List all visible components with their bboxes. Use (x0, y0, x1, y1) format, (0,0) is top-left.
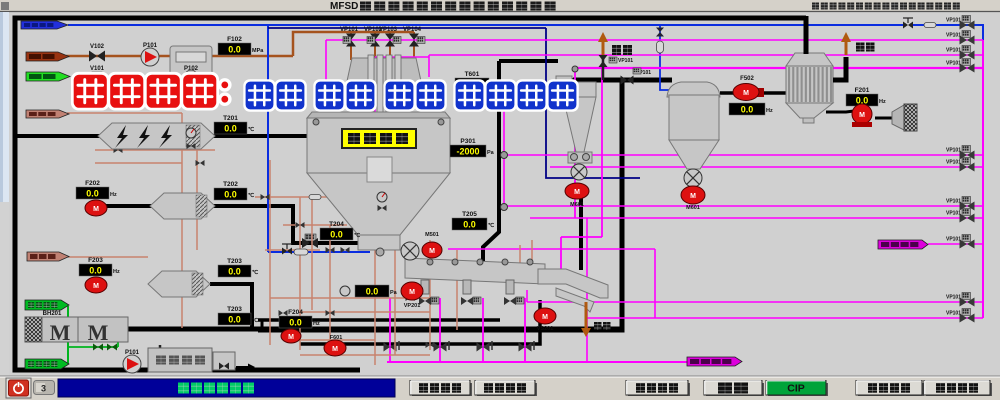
svg-text:℃: ℃ (252, 317, 259, 324)
svg-text:VP102: VP102 (364, 27, 383, 33)
svg-text:0.0: 0.0 (86, 189, 99, 199)
svg-text:Hz: Hz (113, 269, 120, 275)
svg-text:F601: F601 (330, 335, 343, 341)
svg-text:VP201: VP201 (404, 303, 421, 309)
svg-text:T601: T601 (465, 71, 480, 78)
svg-text:F203: F203 (88, 257, 103, 264)
svg-text:M: M (859, 112, 865, 119)
svg-text:T204: T204 (329, 221, 344, 228)
svg-text:P101: P101 (125, 350, 140, 356)
svg-text:VS201: VS201 (537, 326, 554, 332)
svg-text:P301: P301 (460, 138, 476, 145)
svg-text:VP101: VP101 (946, 148, 961, 154)
svg-text:0.0: 0.0 (741, 105, 754, 115)
svg-text:T201: T201 (223, 115, 238, 122)
svg-text:F201: F201 (855, 87, 870, 94)
svg-text:0.0: 0.0 (228, 315, 241, 325)
svg-text:Hz: Hz (313, 321, 320, 327)
svg-text:0.0: 0.0 (228, 267, 241, 277)
svg-text:Pa: Pa (390, 290, 398, 296)
svg-text:M601: M601 (570, 202, 584, 208)
svg-text:Hz: Hz (766, 108, 773, 114)
svg-text:℃: ℃ (248, 126, 255, 133)
svg-text:VP103: VP103 (379, 27, 398, 33)
svg-text:VP101: VP101 (618, 58, 633, 64)
svg-text:VP101: VP101 (946, 61, 961, 67)
svg-text:M: M (409, 289, 415, 296)
svg-text:F102: F102 (227, 36, 242, 43)
svg-text:M: M (93, 206, 99, 213)
svg-text:0.0: 0.0 (463, 220, 476, 230)
svg-text:0.0: 0.0 (289, 318, 302, 328)
svg-text:-2000: -2000 (456, 147, 479, 157)
svg-text:3: 3 (41, 384, 46, 394)
svg-text:VP101: VP101 (946, 211, 961, 217)
svg-text:M501: M501 (425, 232, 439, 238)
svg-text:M601: M601 (686, 205, 700, 211)
svg-text:T203: T203 (227, 258, 242, 265)
svg-text:T205: T205 (462, 211, 477, 218)
svg-text:M: M (690, 193, 696, 200)
svg-text:T203: T203 (227, 306, 242, 313)
svg-text:℃: ℃ (252, 269, 259, 276)
svg-text:M: M (288, 334, 294, 341)
svg-text:M: M (574, 189, 580, 196)
svg-text:0.0: 0.0 (89, 266, 102, 276)
svg-text:BH201: BH201 (43, 311, 62, 317)
svg-text:M: M (429, 248, 435, 255)
svg-text:VP101: VP101 (946, 295, 961, 301)
svg-text:Hz: Hz (110, 192, 117, 198)
svg-text:M: M (50, 320, 71, 345)
svg-text:VP101: VP101 (636, 70, 651, 76)
svg-text:VP101: VP101 (946, 33, 961, 39)
svg-text:P101: P101 (143, 43, 158, 49)
svg-text:0.0: 0.0 (856, 96, 869, 106)
svg-text:CIP: CIP (787, 383, 805, 395)
svg-text:0.0: 0.0 (330, 230, 343, 240)
svg-text:Hz: Hz (879, 99, 886, 105)
svg-text:P102: P102 (184, 66, 199, 72)
svg-text:Pa: Pa (487, 150, 495, 156)
svg-text:M: M (88, 320, 109, 345)
svg-text:M: M (93, 283, 99, 290)
svg-text:VP101: VP101 (946, 18, 961, 24)
svg-text:F202: F202 (85, 180, 100, 187)
svg-text:℃: ℃ (248, 192, 255, 199)
svg-text:VP101: VP101 (946, 199, 961, 205)
svg-text:M: M (743, 90, 749, 97)
svg-text:M: M (332, 346, 338, 353)
svg-text:VP101: VP101 (946, 311, 961, 317)
svg-text:0.0: 0.0 (224, 124, 237, 134)
svg-text:VP101: VP101 (946, 160, 961, 166)
svg-text:℃: ℃ (488, 222, 495, 229)
svg-text:VP101: VP101 (946, 48, 961, 54)
svg-text:MFSD: MFSD (330, 1, 358, 12)
svg-text:F204: F204 (288, 309, 303, 316)
svg-text:MPa: MPa (252, 48, 264, 54)
svg-text:M: M (542, 314, 548, 321)
svg-text:V102: V102 (90, 44, 105, 50)
svg-text:VP104: VP104 (403, 27, 422, 33)
svg-text:VP101: VP101 (946, 237, 961, 243)
svg-text:0.0: 0.0 (224, 190, 237, 200)
svg-text:F502: F502 (740, 76, 754, 82)
svg-text:V101: V101 (90, 66, 105, 72)
svg-text:0.0: 0.0 (366, 287, 379, 297)
svg-text:T202: T202 (223, 181, 238, 188)
svg-text:VP101: VP101 (340, 27, 359, 33)
svg-text:0.0: 0.0 (228, 45, 241, 55)
svg-text:℃: ℃ (354, 232, 361, 239)
